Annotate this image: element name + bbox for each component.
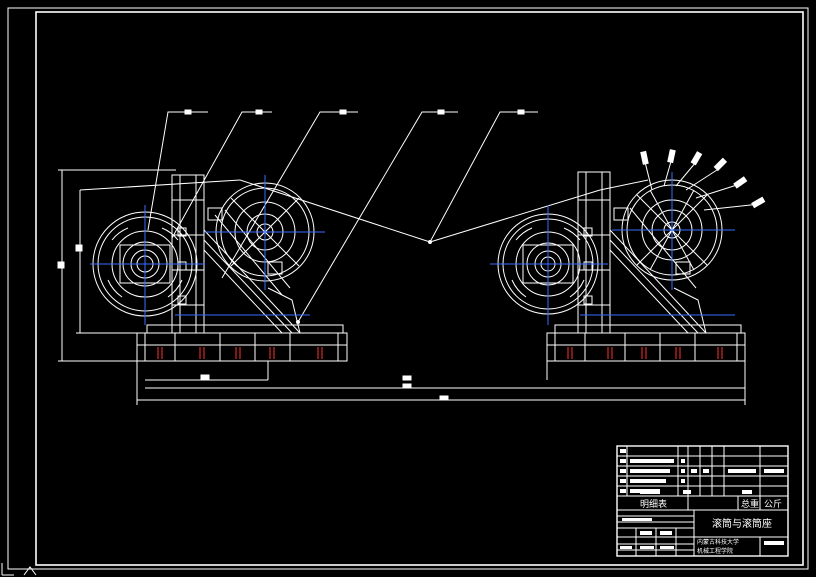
left-roller-assembly — [57, 109, 538, 362]
left-leader-lines — [79, 109, 538, 324]
sheet-border — [7, 7, 809, 570]
left-base-frame — [136, 324, 348, 362]
title-block — [616, 445, 789, 557]
university-name: 内蒙古科技大学 — [697, 538, 739, 546]
width-dimensions — [136, 361, 746, 405]
parts-list-label: 明细表 — [640, 498, 667, 510]
left-base-bolts — [157, 347, 323, 359]
title-block-placeholder-bars — [620, 449, 784, 549]
center-lines — [90, 172, 735, 325]
right-support-column — [577, 171, 611, 334]
school-name: 机械工程学院 — [697, 547, 733, 555]
origin-marker-icon — [1, 563, 37, 576]
right-roller-assembly — [429, 149, 766, 362]
left-height-dimensions — [57, 169, 176, 362]
weight-unit-label: 公斤 — [764, 499, 782, 510]
left-inclined-bracket — [203, 209, 302, 334]
right-leader-lines — [429, 149, 766, 243]
total-weight-label: 总重 — [741, 498, 759, 510]
right-base-frame — [546, 324, 746, 362]
right-base-bolts — [567, 347, 723, 359]
drawing-title: 滚筒与滚筒座 — [712, 517, 772, 530]
